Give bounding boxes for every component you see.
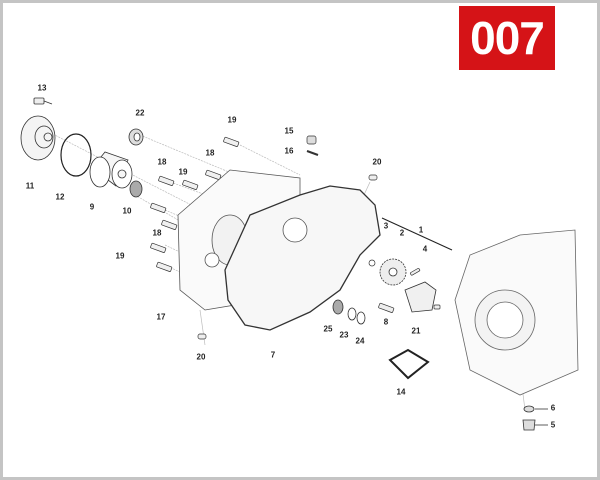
callout-label-22: 22 bbox=[135, 108, 145, 118]
crankcase-body-icon bbox=[454, 229, 579, 396]
filter-cover-11-icon bbox=[20, 115, 56, 161]
callout-label-19: 19 bbox=[115, 251, 125, 261]
callout-label-17: 17 bbox=[156, 312, 166, 322]
dowel-20b-icon bbox=[197, 333, 207, 340]
callout-label-4: 4 bbox=[422, 244, 428, 254]
filler-plug-15-icon bbox=[306, 135, 319, 156]
strainer-gasket-14-icon bbox=[388, 348, 430, 380]
o-ring-12-icon bbox=[60, 133, 92, 177]
oil-pump-gear-2-icon bbox=[379, 258, 407, 286]
callout-label-19: 19 bbox=[227, 115, 237, 125]
spring-10-icon bbox=[129, 180, 143, 198]
callout-label-6: 6 bbox=[550, 403, 556, 413]
callout-label-20: 20 bbox=[372, 157, 382, 167]
page-number-badge: 007 bbox=[459, 6, 555, 70]
callout-label-25: 25 bbox=[323, 324, 333, 334]
callout-label-24: 24 bbox=[355, 336, 365, 346]
callout-label-20: 20 bbox=[196, 352, 206, 362]
callout-label-23: 23 bbox=[339, 330, 349, 340]
washers-icon bbox=[332, 299, 366, 325]
callout-label-12: 12 bbox=[55, 192, 65, 202]
dowel-20-icon bbox=[368, 174, 378, 181]
callout-label-5: 5 bbox=[550, 420, 556, 430]
callout-label-19: 19 bbox=[178, 167, 188, 177]
callout-label-3: 3 bbox=[383, 221, 389, 231]
callout-label-7: 7 bbox=[270, 350, 276, 360]
callout-label-9: 9 bbox=[89, 202, 95, 212]
callout-label-14: 14 bbox=[396, 387, 406, 397]
callout-label-2: 2 bbox=[399, 228, 405, 238]
callout-label-15: 15 bbox=[284, 126, 294, 136]
callout-label-8: 8 bbox=[383, 317, 389, 327]
callout-label-10: 10 bbox=[122, 206, 132, 216]
callout-label-16: 16 bbox=[284, 146, 294, 156]
seal-22-icon bbox=[128, 128, 144, 146]
bolt-13-icon bbox=[33, 97, 53, 105]
oil-pump-1-icon bbox=[404, 281, 437, 313]
callout-label-11: 11 bbox=[25, 181, 35, 191]
oil-filter-9-icon bbox=[89, 151, 133, 189]
callout-label-1: 1 bbox=[418, 225, 424, 235]
cover-bolts-icon bbox=[150, 136, 240, 272]
callout-label-21: 21 bbox=[411, 326, 421, 336]
callout-label-18: 18 bbox=[157, 157, 167, 167]
drain-plug-5-icon bbox=[522, 405, 548, 431]
callout-label-18: 18 bbox=[152, 228, 162, 238]
gasket-7-icon bbox=[224, 185, 381, 331]
callout-label-18: 18 bbox=[205, 148, 215, 158]
callout-label-13: 13 bbox=[37, 83, 47, 93]
